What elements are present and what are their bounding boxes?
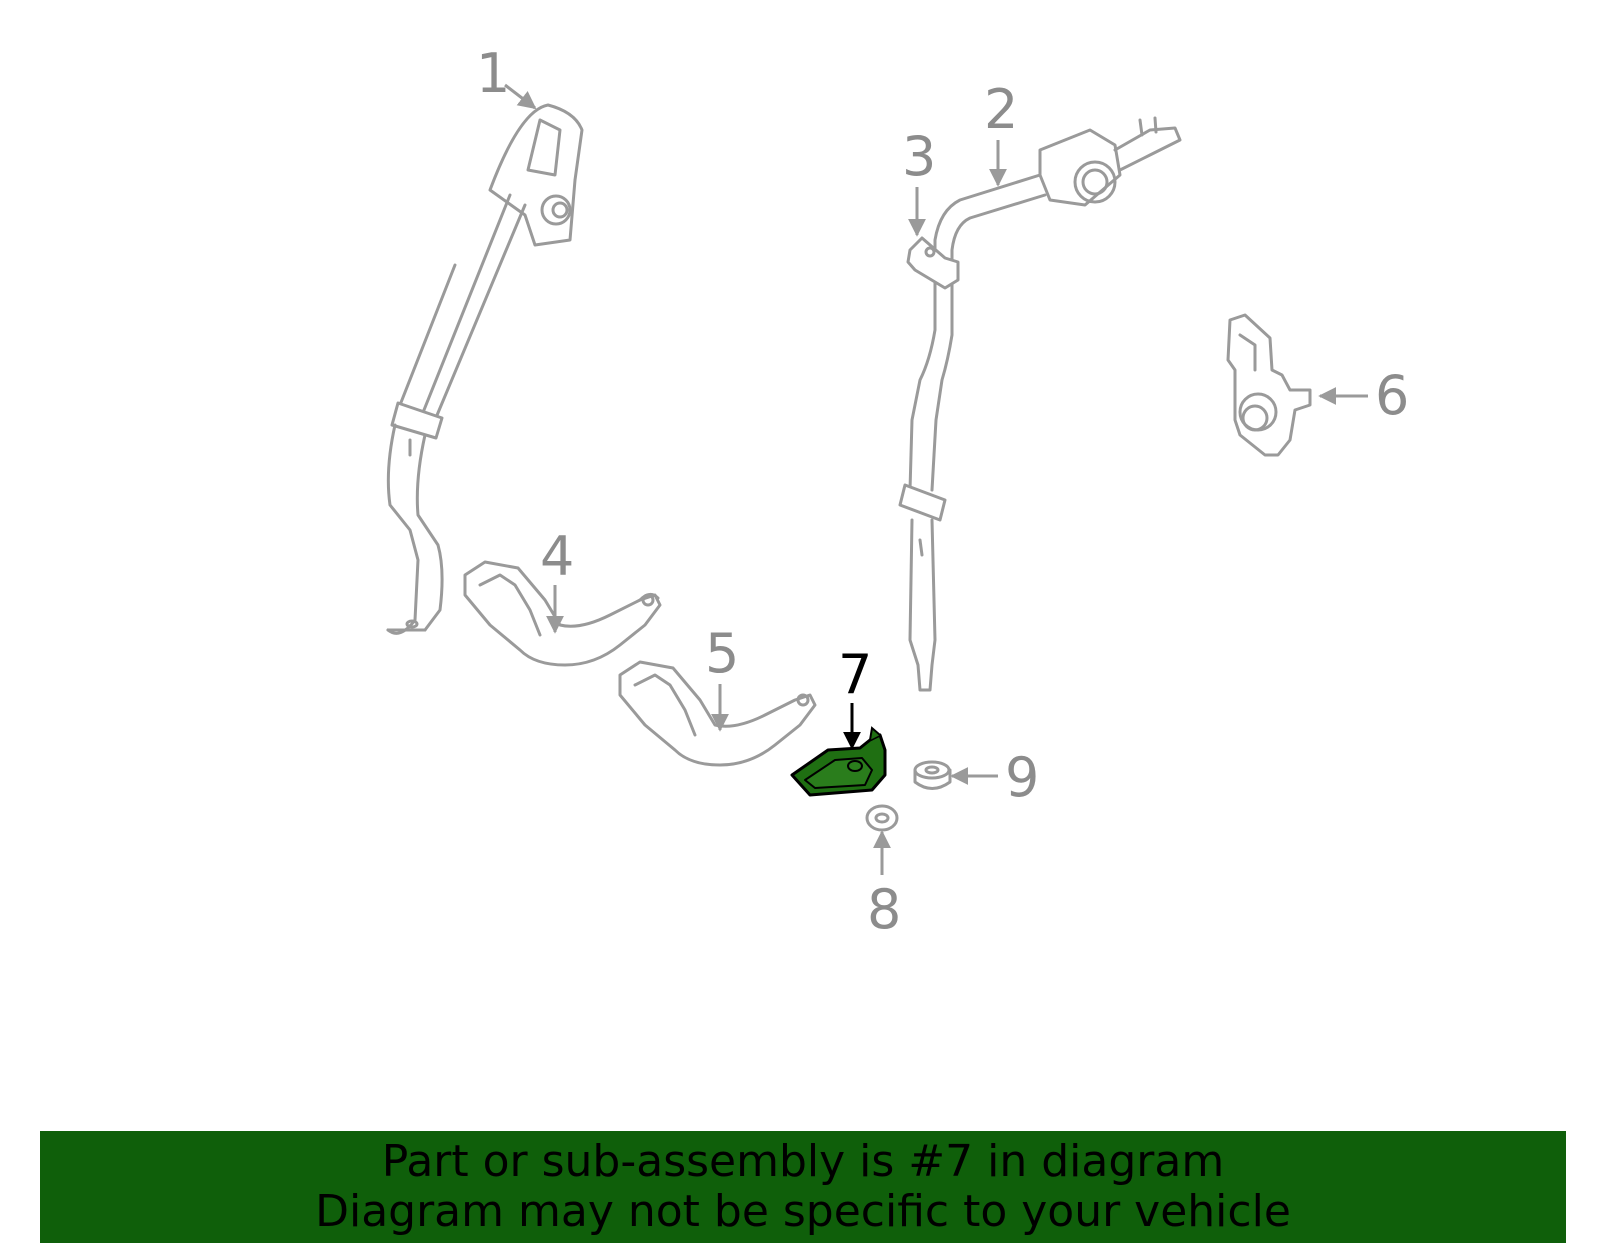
- part-2-retractor-assembly[interactable]: [898, 116, 1182, 692]
- callout-5: 5: [705, 622, 739, 685]
- callout-1: 1: [476, 42, 510, 105]
- callout-6: 6: [1375, 364, 1409, 427]
- part-6-anchor-bracket[interactable]: [1226, 313, 1312, 457]
- info-banner: Part or sub-assembly is #7 in diagram Di…: [40, 1131, 1566, 1243]
- banner-line-1: Part or sub-assembly is #7 in diagram: [381, 1136, 1225, 1187]
- part-8-washer[interactable]: [865, 804, 899, 832]
- callout-2: 2: [984, 78, 1018, 141]
- part-9-spacer[interactable]: [913, 760, 952, 790]
- banner-line-2: Diagram may not be specific to your vehi…: [315, 1186, 1291, 1237]
- part-7-highlighted-bracket[interactable]: [790, 726, 887, 797]
- callout-4: 4: [540, 525, 574, 588]
- part-3-belt-guide[interactable]: [906, 236, 960, 290]
- leader-1: [504, 83, 537, 110]
- callout-9: 9: [1005, 746, 1039, 809]
- part-1-seat-belt-retractor[interactable]: [386, 103, 584, 635]
- callout-3: 3: [902, 125, 936, 188]
- callout-7: 7: [838, 643, 872, 706]
- part-4-buckle-trim[interactable]: [463, 560, 662, 667]
- callout-8: 8: [867, 878, 901, 941]
